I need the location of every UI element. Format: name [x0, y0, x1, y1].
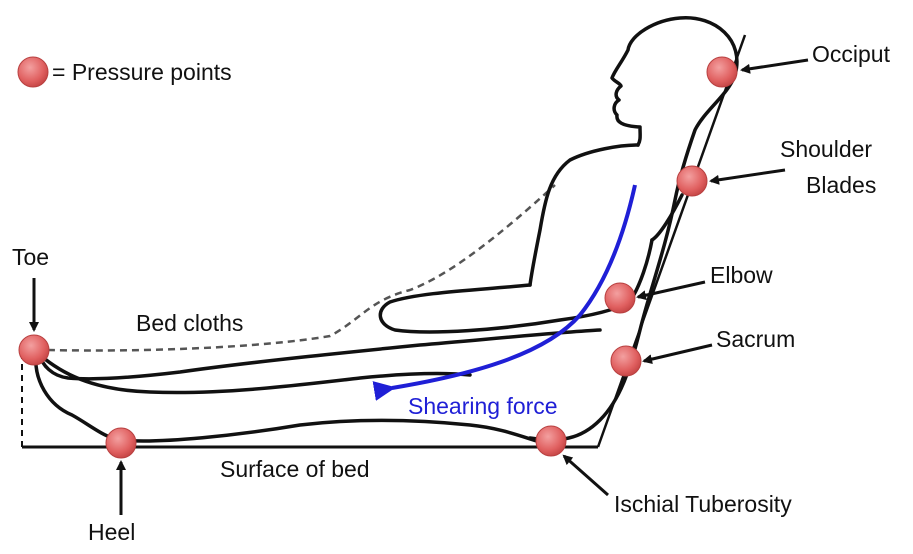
- pressure-point-elbow: [605, 283, 635, 313]
- pressure-point-occiput: [707, 57, 737, 87]
- shearing-force-label: Shearing force: [408, 393, 558, 419]
- elbow-arrow: [638, 282, 705, 297]
- shoulder-blades-arrow: [711, 170, 785, 181]
- pressure-point-toe: [19, 335, 49, 365]
- legend: = Pressure points: [18, 57, 232, 87]
- ischial-tuberosity-label: Ischial Tuberosity: [614, 491, 792, 517]
- elbow-label: Elbow: [710, 262, 773, 288]
- sacrum-label: Sacrum: [716, 326, 795, 352]
- pressure-point-heel: [106, 428, 136, 458]
- bed-cloths-label: Bed cloths: [136, 310, 243, 336]
- bed: [22, 35, 745, 447]
- legend-pressure-point-marker: [18, 57, 48, 87]
- back-outline: [530, 75, 735, 440]
- pressure-point-ischial-tuberosity: [536, 426, 566, 456]
- ischial-tuberosity-arrow: [564, 456, 608, 495]
- legend-label: = Pressure points: [52, 59, 232, 85]
- heel-label: Heel: [88, 519, 135, 545]
- shoulder-label-line1: Shoulder: [780, 136, 872, 162]
- toe-label: Toe: [12, 244, 49, 270]
- pressure-points: [19, 57, 737, 458]
- surface-of-bed-label: Surface of bed: [220, 456, 370, 482]
- bed-cloths-outline: [48, 185, 555, 350]
- pressure-point-shoulder-blades: [677, 166, 707, 196]
- torso-front-outline: [530, 145, 638, 285]
- shoulder-label-line2: Blades: [806, 172, 876, 198]
- forearm-inner-outline: [632, 240, 652, 298]
- arm-outline: [380, 285, 630, 332]
- occiput-label: Occiput: [812, 41, 891, 67]
- occiput-arrow: [742, 60, 808, 70]
- sacrum-arrow: [644, 345, 712, 361]
- pressure-point-sacrum: [611, 346, 641, 376]
